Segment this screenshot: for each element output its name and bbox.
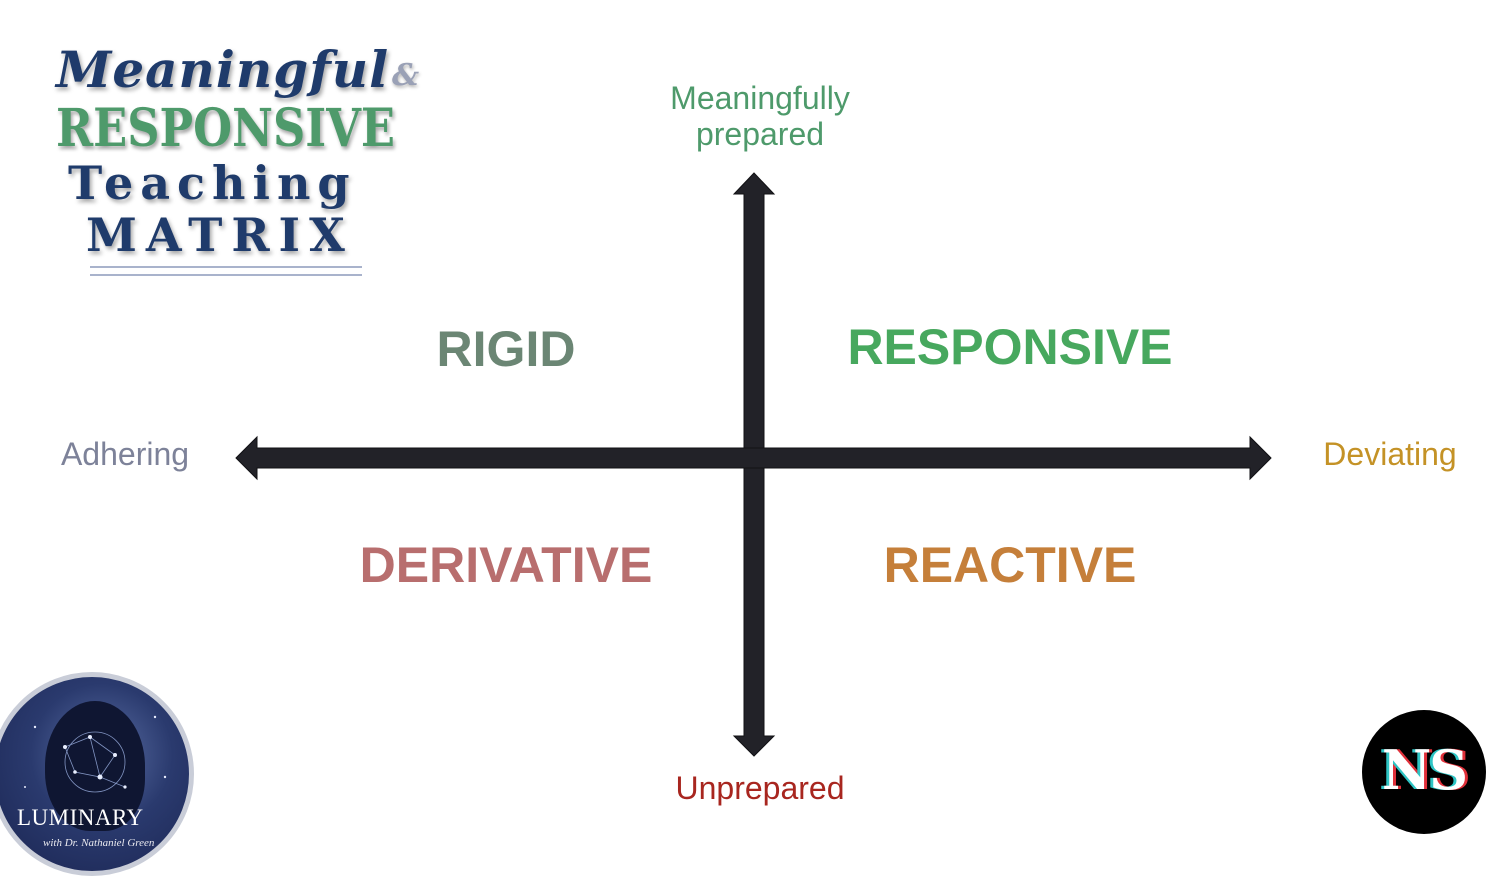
head-silhouette-icon xyxy=(45,701,145,831)
quadrant-responsive: RESPONSIVE xyxy=(847,319,1173,375)
matrix-axes xyxy=(235,172,1272,757)
horizontal-axis-arrow xyxy=(235,435,1272,481)
luminary-logo: LUMINARY with Dr. Nathaniel Green xyxy=(0,672,194,876)
quadrant-reactive: REACTIVE xyxy=(883,537,1137,593)
title-teaching: Teaching xyxy=(68,156,357,210)
ns-wordmark: NS xyxy=(1381,738,1468,802)
luminary-signature: with Dr. Nathaniel Green xyxy=(43,837,155,849)
title-underline-top xyxy=(90,266,362,268)
title-underline-bottom xyxy=(90,274,362,276)
title-matrix: MATRIX xyxy=(86,208,354,262)
ns-logo: NS xyxy=(1362,710,1486,834)
constellation-icon xyxy=(24,715,167,793)
title-meaningful: Meaningful xyxy=(56,40,390,99)
title-ampersand: & xyxy=(392,58,420,93)
luminary-wordmark: LUMINARY xyxy=(17,805,144,830)
quadrant-rigid: RIGID xyxy=(436,321,576,377)
axis-label-right: Deviating xyxy=(1323,436,1457,472)
title-block: Meaningful & RESPONSIVE Teaching MATRIX xyxy=(40,40,440,290)
axis-label-left: Adhering xyxy=(60,436,190,472)
title-responsive: RESPONSIVE xyxy=(56,98,396,159)
quadrant-derivative: DERIVATIVE xyxy=(359,537,653,593)
axis-label-bottom: Unprepared xyxy=(675,770,845,806)
axis-label-top: Meaningfully prepared xyxy=(670,80,850,152)
